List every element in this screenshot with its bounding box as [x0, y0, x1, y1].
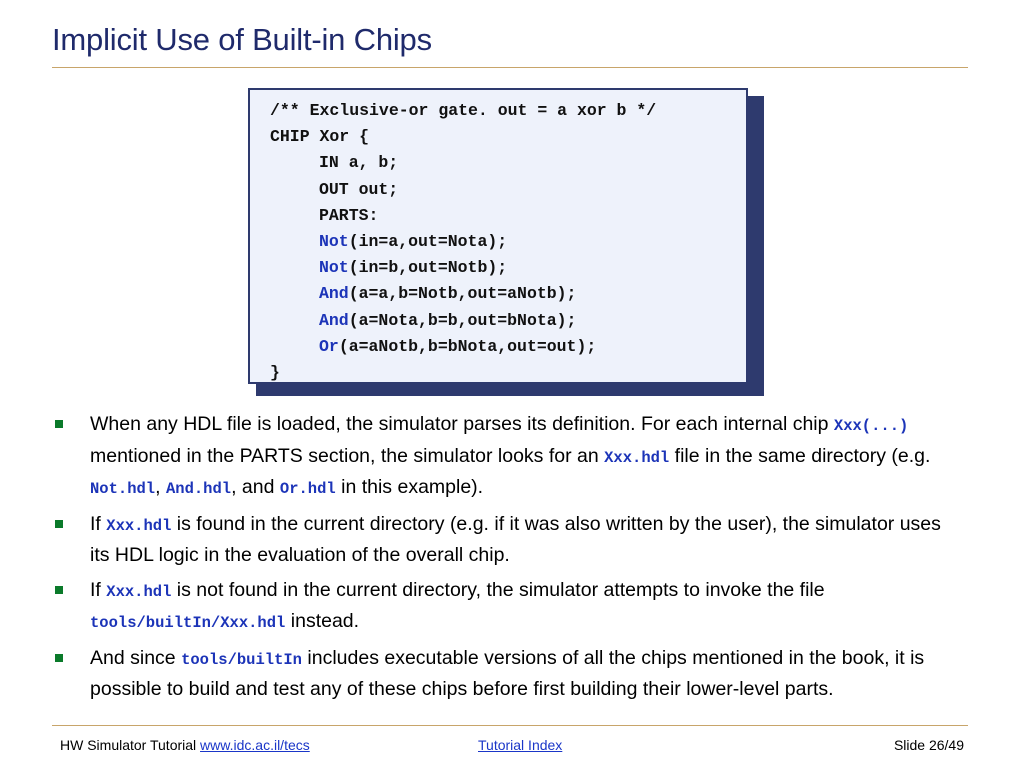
code-args: (a=a,b=Notb,out=aNotb);: [348, 284, 577, 304]
footer-label: HW Simulator Tutorial: [60, 737, 201, 753]
code-args: (in=a,out=Nota);: [348, 231, 508, 251]
square-bullet-icon: [55, 585, 63, 594]
bullet-item: If Xxx.hdl is found in the current direc…: [52, 510, 942, 571]
code-keyword: Not: [319, 258, 349, 278]
bullet-text: When any HDL file is loaded, the simulat…: [90, 413, 834, 435]
code-args: (a=Nota,b=b,out=bNota);: [348, 310, 577, 330]
bullet-text: in this example).: [335, 476, 484, 498]
footer-divider: [52, 725, 968, 726]
slide-number: Slide 26/49: [893, 737, 964, 753]
code-keyword: Or: [319, 336, 339, 356]
inline-code: Not.hdl: [90, 480, 156, 498]
bullet-item: If Xxx.hdl is not found in the current d…: [52, 576, 942, 639]
code-line: And(a=a,b=Notb,out=aNotb);: [270, 281, 746, 307]
code-box: /** Exclusive-or gate. out = a xor b */ …: [248, 88, 748, 384]
code-line: IN a, b;: [319, 153, 399, 173]
footer-mid: Tutorial Index: [478, 737, 562, 753]
inline-code: tools/builtIn: [181, 650, 302, 669]
bullet-text: If: [90, 578, 107, 601]
bullet-text: is not found in the current directory, t…: [171, 578, 825, 601]
square-bullet-icon: [55, 653, 63, 662]
code-line: }: [270, 362, 280, 382]
bullet-text: And since: [90, 646, 182, 669]
square-bullet-icon: [55, 519, 63, 528]
title-divider: [52, 67, 968, 68]
bullet-list: When any HDL file is loaded, the simulat…: [52, 410, 942, 710]
inline-code: Xxx.hdl: [604, 448, 670, 467]
code-keyword: And: [319, 284, 349, 304]
code-line: CHIP Xor {: [270, 127, 370, 147]
inline-code: Xxx(...): [833, 417, 909, 435]
code-keyword: Not: [319, 231, 349, 251]
bullet-text: If: [90, 512, 107, 535]
bullet-text: includes executable versions of all the …: [90, 646, 925, 701]
code-line: /** Exclusive-or gate. out = a xor b */: [270, 101, 657, 120]
bullet-text: ,: [155, 476, 166, 498]
code-args: (a=aNotb,b=bNota,out=out);: [338, 336, 597, 356]
footer-left: HW Simulator Tutorial www.idc.ac.il/tecs: [60, 737, 310, 753]
code-keyword: And: [319, 310, 349, 330]
inline-code: Xxx.hdl: [106, 516, 172, 535]
bullet-text: is found in the current directory (e.g. …: [90, 512, 941, 567]
code-line: Not(in=a,out=Nota);: [270, 229, 746, 255]
tutorial-index-link[interactable]: Tutorial Index: [478, 737, 563, 753]
bullet-text: file in the same directory (e.g.: [669, 444, 931, 467]
code-line: OUT out;: [319, 179, 399, 199]
square-bullet-icon: [55, 420, 63, 428]
tecs-website-link[interactable]: www.idc.ac.il/tecs: [200, 737, 310, 753]
code-line: And(a=Nota,b=b,out=bNota);: [270, 308, 746, 334]
slide-title: Implicit Use of Built-in Chips: [52, 22, 432, 57]
inline-code: Or.hdl: [279, 480, 336, 498]
code-line: Not(in=b,out=Notb);: [270, 255, 746, 281]
code-line: PARTS:: [319, 205, 379, 225]
bullet-item: And since tools/builtIn includes executa…: [52, 644, 942, 705]
inline-code: tools/builtIn/Xxx.hdl: [90, 614, 286, 632]
code-args: (in=b,out=Notb);: [348, 258, 508, 278]
bullet-item: When any HDL file is loaded, the simulat…: [52, 410, 942, 505]
inline-code: And.hdl: [165, 480, 232, 498]
bullet-text: mentioned in the PARTS section, the simu…: [90, 444, 605, 467]
inline-code: Xxx.hdl: [106, 582, 172, 601]
code-line: Or(a=aNotb,b=bNota,out=out);: [270, 334, 746, 360]
bullet-text: instead.: [285, 610, 360, 632]
bullet-text: , and: [231, 476, 280, 498]
